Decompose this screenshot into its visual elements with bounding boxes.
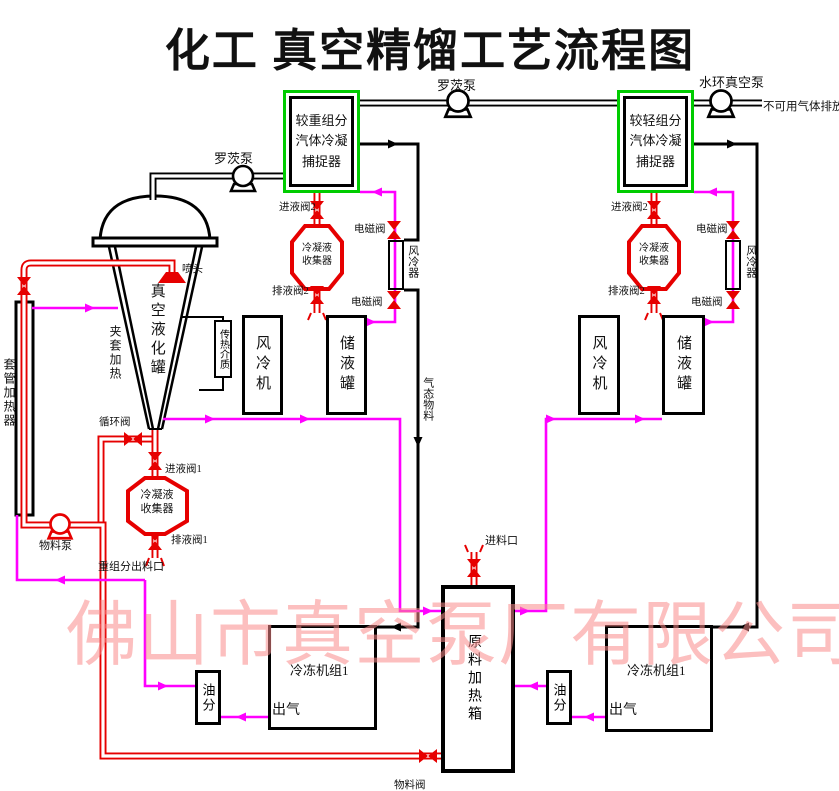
pipe-ends <box>145 312 664 567</box>
feed-inlet-valve-icon <box>467 559 481 577</box>
solenoid-valve-lower-right-icon <box>726 291 740 309</box>
trap-heavy-line1: 较重组分 <box>295 113 348 129</box>
air-cooling-machine-left: 风冷机 <box>242 315 283 415</box>
trap-light-line1: 较轻组分 <box>629 113 682 129</box>
air-cooler-right-label: 风冷器 <box>744 245 757 278</box>
heat-medium-box: 传热介质 <box>214 320 232 378</box>
air-cooling-machine-right: 风冷机 <box>578 315 620 415</box>
air-cooler-left <box>388 240 404 290</box>
condensate-vessels <box>126 224 681 536</box>
freezer-unit-left <box>268 625 377 730</box>
inlet-valve2-right-label: 进液阀2 <box>611 202 648 213</box>
drain-valve2-right-label: 排液阀2 <box>608 286 645 297</box>
water-ring-pump-icon <box>707 89 735 119</box>
page-title: 化工 真空精馏工艺流程图 <box>164 26 696 76</box>
spray-head-label: 喷头 <box>182 264 203 275</box>
solenoid-valve-upper-left-icon <box>387 221 401 239</box>
drain-valve2-left-label: 排液阀2 <box>272 286 309 297</box>
sleeve-heater-label: 套管加热器 <box>2 358 16 428</box>
exhaust-note: 不可用气体排放 <box>763 101 839 113</box>
air-cooler-left-label: 风冷器 <box>406 245 419 278</box>
solenoid-lower-left-label: 电磁阀 <box>351 297 383 308</box>
inlet-valve2-right-icon <box>647 201 661 219</box>
inlet-valve2-left-label: 进液阀2 <box>279 202 316 213</box>
trap-light-line2: 汽体冷凝 <box>629 133 682 149</box>
light-component-trap: 较轻组分 汽体冷凝 捕捉器 <box>617 90 694 193</box>
feed-heating-box: 原料加热箱 <box>441 585 515 773</box>
roots-pump-left-label: 罗茨泵 <box>214 151 254 166</box>
drain-valve1-label: 排液阀1 <box>171 535 208 546</box>
circulation-valve-label: 循环阀 <box>99 417 131 428</box>
solenoid-upper-left-label: 电磁阀 <box>354 224 386 235</box>
collector-lower-label: 冷凝液收集器 <box>140 489 174 515</box>
collector-upper-right-label: 冷凝液收集器 <box>639 243 669 267</box>
roots-pump-top-label: 罗茨泵 <box>437 78 477 93</box>
trap-light-line3: 捕捉器 <box>635 153 675 169</box>
storage-tank-right: 储液罐 <box>662 315 705 415</box>
heavy-component-trap: 较重组分 汽体冷凝 捕捉器 <box>283 90 360 193</box>
inlet-valve1-label: 进液阀1 <box>165 464 202 475</box>
storage-tank-left: 储液罐 <box>326 315 367 415</box>
water-ring-pump-label: 水环真空泵 <box>699 75 765 90</box>
heater-top-valve-icon <box>17 277 31 295</box>
feed-inlet-label: 进料口 <box>485 535 518 547</box>
gas-out-right-label: 出气 <box>609 703 637 718</box>
solenoid-upper-right-label: 电磁阀 <box>696 224 728 235</box>
trap-heavy-line3: 捕捉器 <box>301 153 341 169</box>
material-pump-label: 物料泵 <box>39 540 72 552</box>
gas-out-left-label: 出气 <box>272 703 300 718</box>
air-cooler-right <box>725 240 741 290</box>
solenoid-lower-right-label: 电磁阀 <box>691 297 723 308</box>
freezer-unit-left-label: 冷冻机组1 <box>290 663 349 678</box>
solenoid-valve-lower-left-icon <box>387 291 401 309</box>
spray-head-icon <box>158 272 186 283</box>
freezer-unit-right-label: 冷冻机组1 <box>627 663 686 678</box>
jacket-heating-label: 夹套加热 <box>108 325 122 381</box>
roots-pump-left-icon <box>229 164 257 193</box>
oil-separator-left: 油分 <box>195 670 221 725</box>
gas-material-label: 气态物料 <box>421 377 434 421</box>
trap-heavy-line2: 汽体冷凝 <box>295 133 348 149</box>
oil-separator-right: 油分 <box>546 670 572 725</box>
inlet-valve1-icon <box>148 452 162 470</box>
heat-medium-stubs <box>181 316 224 391</box>
material-pump-icon <box>47 513 73 540</box>
material-valve-label: 物料阀 <box>394 780 426 791</box>
vacuum-tank-label: 真空液化罐 <box>148 283 165 378</box>
heavy-outlet-label: 重组分出料口 <box>98 561 164 573</box>
circulation-valve-icon <box>124 432 142 446</box>
collector-upper-left-label: 冷凝液收集器 <box>302 243 332 267</box>
freezer-unit-right <box>605 625 713 732</box>
solenoid-valve-upper-right-icon <box>726 221 740 239</box>
material-valve-icon <box>419 749 437 763</box>
roots-pump-top-icon <box>444 89 472 119</box>
